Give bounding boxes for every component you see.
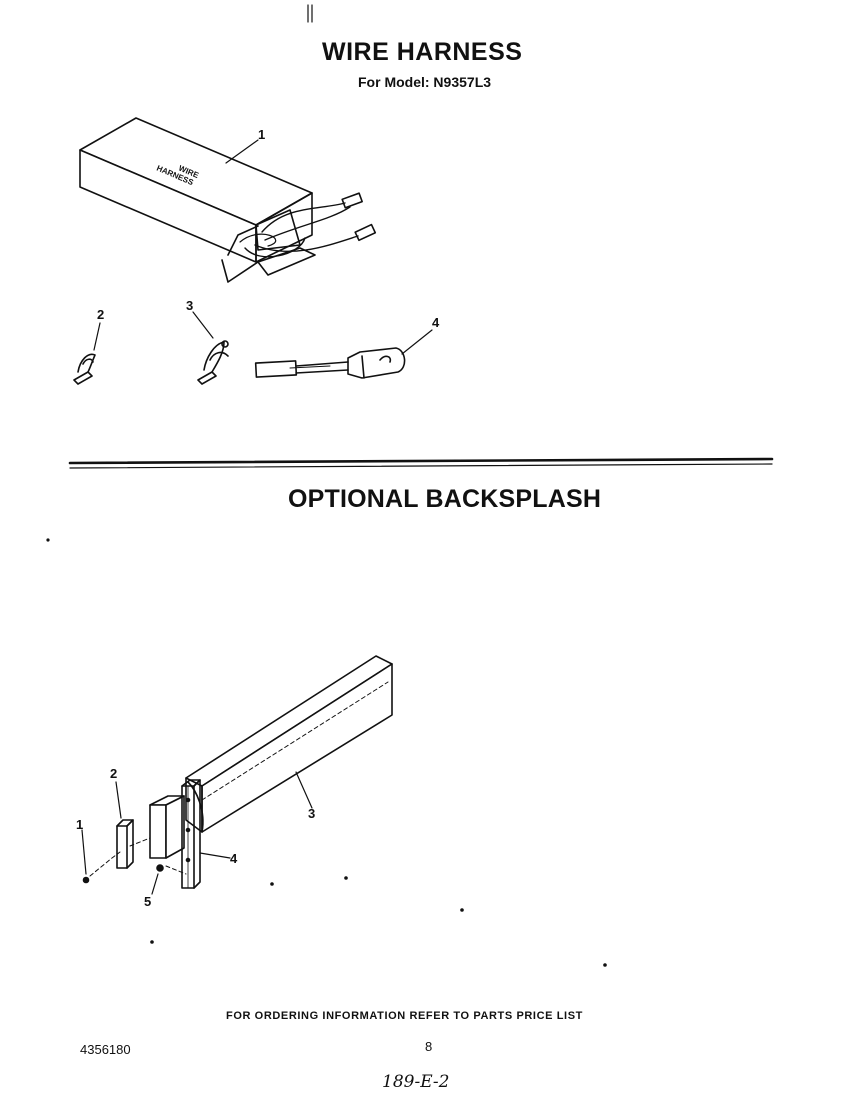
backsplash-callout-1: 1 — [76, 817, 83, 832]
callout-2: 2 — [97, 307, 104, 322]
screw-part-5 — [156, 864, 164, 872]
handwritten-note: 189-E-2 — [382, 1072, 450, 1092]
wire-harness-box — [79, 117, 377, 283]
backsplash-callout-3: 3 — [308, 806, 315, 821]
page-title: WIRE HARNESS — [322, 38, 523, 66]
callout-3: 3 — [186, 298, 193, 313]
page-number: 8 — [425, 1039, 433, 1054]
section-title-backsplash: OPTIONAL BACKSPLASH — [288, 485, 602, 513]
backsplash-callout-2: 2 — [110, 766, 117, 781]
backsplash-callout-4: 4 — [230, 851, 238, 866]
wire-lead-part-4 — [254, 347, 406, 379]
backsplash-panel — [185, 655, 393, 833]
backsplash-callout-5: 5 — [144, 894, 151, 909]
clip-part-2 — [116, 819, 134, 869]
callout-1: 1 — [258, 127, 265, 142]
terminal-part-3 — [197, 340, 229, 385]
screw-part-1 — [82, 876, 90, 884]
document-number: 4356180 — [80, 1042, 131, 1057]
mounting-bracket — [181, 779, 201, 889]
model-subtitle: For Model: N9357L3 — [358, 74, 492, 90]
terminal-part-2 — [73, 353, 96, 385]
end-cap-block — [149, 795, 185, 859]
ordering-note: FOR ORDERING INFORMATION REFER TO PARTS … — [226, 1010, 583, 1022]
section-divider — [68, 457, 774, 465]
leader-line — [225, 139, 259, 164]
callout-4: 4 — [432, 315, 440, 330]
